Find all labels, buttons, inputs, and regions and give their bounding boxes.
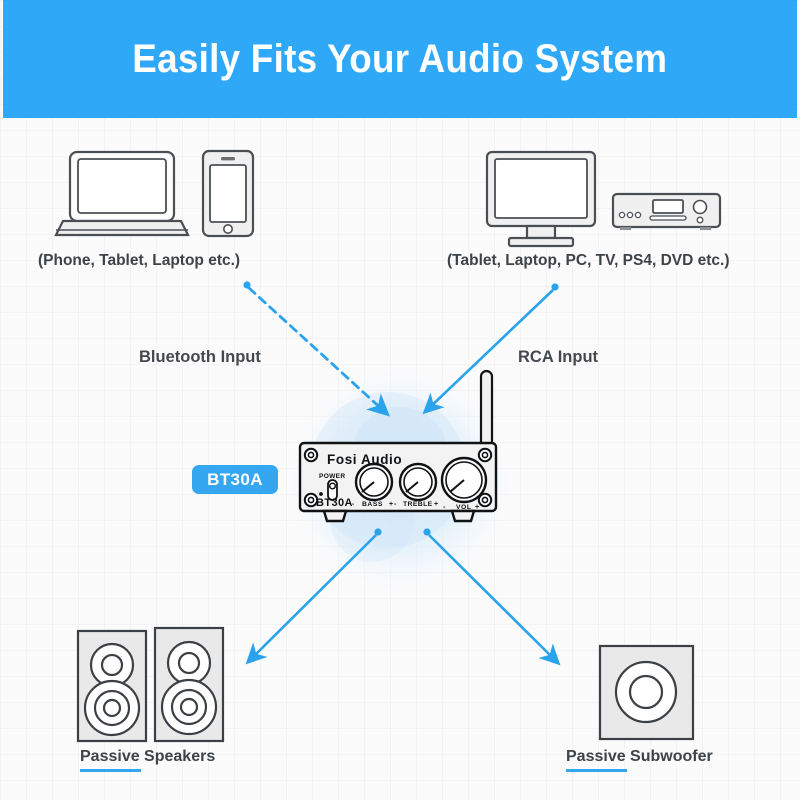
right-sources-caption: (Tablet, Laptop, PC, TV, PS4, DVD etc.) [447, 252, 730, 269]
treble-minus-label: - [394, 501, 397, 508]
amplifier-foot-left [322, 509, 348, 523]
subwoofer-icon [598, 644, 695, 741]
speaker-pair-icon [76, 626, 225, 743]
laptop-icon [54, 150, 190, 237]
subwoofer-output-arrow [423, 528, 561, 666]
bluetooth-input-label: Bluetooth Input [139, 348, 261, 366]
bass-plus-label: + [389, 501, 393, 508]
treble-knob[interactable] [398, 462, 438, 502]
left-sources-caption: (Phone, Tablet, Laptop etc.) [38, 252, 241, 269]
rca-input-arrow [422, 283, 559, 415]
brand-label: Fosi Audio [327, 452, 402, 467]
treble-label: TREBLE [403, 501, 433, 508]
amplifier-foot-right [450, 509, 476, 523]
speaker-output-arrow [245, 528, 382, 665]
power-led [319, 492, 323, 496]
bass-label: BASS [362, 501, 383, 508]
volume-plus-label: + [475, 504, 479, 511]
passive-subwoofer-underline [566, 769, 627, 772]
passive-subwoofer-label: Passive Subwoofer [566, 748, 713, 765]
header-banner: Easily Fits Your Audio System [3, 0, 797, 118]
volume-knob[interactable] [440, 456, 488, 504]
antenna-icon [479, 369, 494, 451]
bass-minus-label: - [352, 501, 355, 508]
treble-plus-label: + [434, 501, 438, 508]
dvd-player-icon [611, 192, 722, 230]
volume-label: VOL [456, 504, 471, 511]
chassis-screws [303, 447, 493, 508]
power-label: POWER [319, 473, 345, 480]
monitor-icon [485, 150, 597, 248]
smartphone-icon [201, 149, 255, 238]
power-toggle[interactable] [327, 479, 338, 501]
model-badge: BT30A [192, 465, 278, 494]
model-label: BT30A [316, 497, 353, 509]
passive-speakers-label: Passive Speakers [80, 748, 216, 765]
model-badge-label: BT30A [207, 469, 263, 489]
rca-input-label: RCA Input [518, 348, 599, 366]
page-title: Easily Fits Your Audio System [132, 36, 668, 81]
passive-speakers-underline [80, 769, 141, 772]
bass-knob[interactable] [354, 462, 394, 502]
bluetooth-input-arrow [243, 281, 390, 417]
volume-minus-label: - [443, 504, 446, 511]
